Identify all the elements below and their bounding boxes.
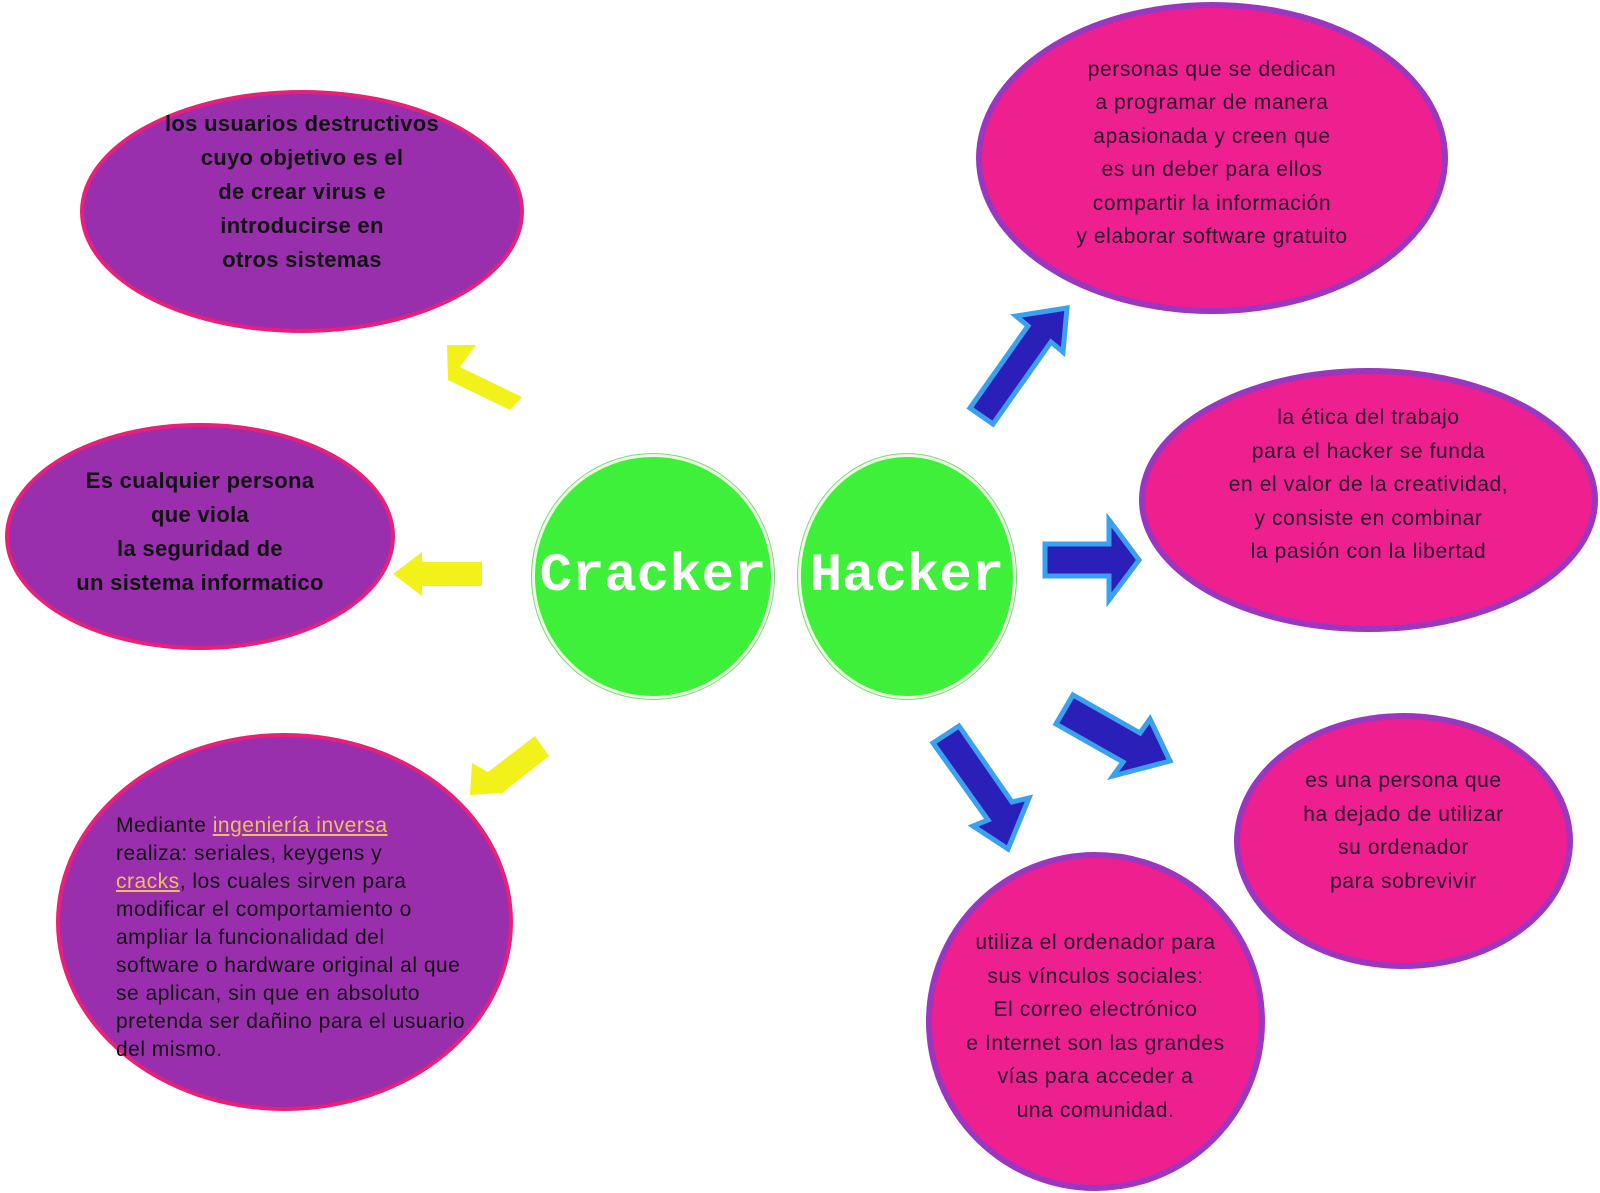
social-user-text: utiliza el ordenador para sus vínculos s… [966,931,1225,1122]
cracker-definition-destructive-users: los usuarios destructivos cuyo objetivo … [80,90,524,333]
hacker-label: Hacker [809,546,1005,607]
cracker-node: Cracker [532,454,774,699]
hacker-definition-work-ethic: la ética del trabajo para el hacker se f… [1139,368,1598,632]
hacker-arrows [929,305,1174,853]
work-ethic-text: la ética del trabajo para el hacker se f… [1228,406,1509,564]
arrow-to-passionate-programmers [966,305,1070,428]
reverse-engineering-link[interactable]: ingeniería inversa [212,814,388,837]
arrow-to-social-user [929,722,1034,853]
hacker-definition-social-user: utiliza el ordenador para sus vínculos s… [926,852,1265,1191]
hacker-node: Hacker [798,454,1016,699]
hacker-definition-non-survival-user: es una persona que ha dejado de utilizar… [1234,713,1573,969]
cracker-label: Cracker [539,546,767,607]
destructive-users-text: los usuarios destructivos cuyo objetivo … [164,110,440,272]
arrow-to-security-violator [393,552,482,596]
arrow-to-non-survival-user [1052,691,1174,781]
cracker-definition-security-violator: Es cualquier persona que viola la seguri… [5,423,395,650]
non-survival-user-text: es una persona que ha dejado de utilizar… [1303,769,1504,893]
arrow-to-reverse-engineering [470,736,549,795]
security-violator-text: Es cualquier persona que viola la seguri… [76,467,324,595]
arrow-to-destructive-users [447,345,522,410]
cracks-link[interactable]: cracks [116,870,180,893]
reverse-engineering-text: Mediante ingeniería inversa realiza: ser… [116,814,466,1061]
arrow-to-work-ethic [1042,512,1143,608]
hacker-definition-passionate-programmers: personas que se dedican a programar de m… [976,2,1448,314]
cracker-definition-reverse-engineering [56,733,513,1111]
cracker-arrows [393,345,549,795]
passionate-programmers-text: personas que se dedican a programar de m… [1076,57,1348,249]
